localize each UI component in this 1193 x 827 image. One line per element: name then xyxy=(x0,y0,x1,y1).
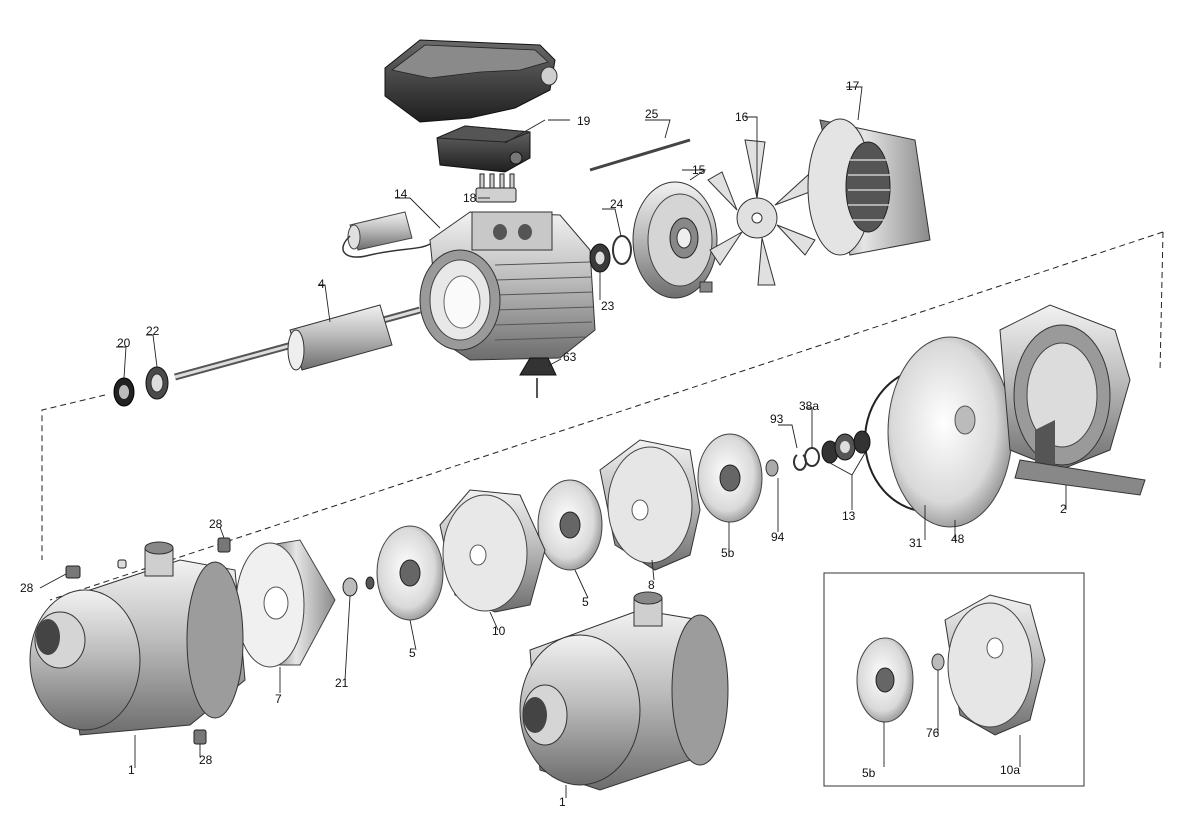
impeller-5-low xyxy=(376,525,444,621)
callout-28-a: 28 xyxy=(20,581,34,595)
pump-casing-1-left xyxy=(29,541,246,736)
end-shield-15 xyxy=(632,181,718,299)
bearing-pair-13 xyxy=(821,430,871,464)
washer-38a xyxy=(804,447,820,467)
callout-5-mid: 5 xyxy=(582,595,589,609)
callout-21: 21 xyxy=(335,676,349,690)
bearing-23 xyxy=(589,243,611,273)
terminal-box-cover xyxy=(384,39,558,123)
fan-cover-17 xyxy=(807,118,931,256)
callout-38a: 38a xyxy=(799,399,820,413)
pump-casing-1-mid xyxy=(519,591,729,791)
impeller-5b xyxy=(697,433,763,523)
callout-94: 94 xyxy=(771,530,785,544)
o-ring-24 xyxy=(612,235,632,265)
callout-22: 22 xyxy=(146,324,160,338)
callout-4: 4 xyxy=(318,277,325,291)
callout-13: 13 xyxy=(842,509,856,523)
callout-20: 20 xyxy=(117,336,131,350)
capacitor xyxy=(342,211,431,258)
detail-inset-frame xyxy=(823,572,1085,787)
callout-1-mid: 1 xyxy=(559,795,566,809)
callout-93: 93 xyxy=(770,412,784,426)
nut-21 xyxy=(342,576,375,597)
callout-1-left: 1 xyxy=(128,763,135,777)
callout-63: 63 xyxy=(563,350,577,364)
diffuser-8 xyxy=(599,439,701,571)
callout-7: 7 xyxy=(275,692,282,706)
callout-10: 10 xyxy=(492,624,506,638)
callout-76: 76 xyxy=(926,726,940,740)
bearing-22 xyxy=(145,366,169,400)
callout-2: 2 xyxy=(1060,502,1067,516)
impeller-5b-inset xyxy=(856,637,914,723)
rotor-shaft-4 xyxy=(174,304,421,381)
leader-lines xyxy=(39,86,1067,798)
terminal-block-19 xyxy=(436,125,531,173)
callout-31: 31 xyxy=(909,536,923,550)
callout-28-b: 28 xyxy=(209,517,223,531)
callout-8: 8 xyxy=(648,578,655,592)
diffuser-10a xyxy=(944,594,1046,736)
callout-19: 19 xyxy=(577,114,591,128)
callout-48: 48 xyxy=(951,532,965,546)
callout-10a: 10a xyxy=(1000,763,1021,777)
assembly-path-line xyxy=(41,231,1164,601)
rubber-foot-63 xyxy=(519,357,557,398)
drain-plug-28 xyxy=(65,537,231,745)
callout-15: 15 xyxy=(692,163,706,177)
fan-16 xyxy=(707,139,816,286)
diffuser-cover-48 xyxy=(887,336,1013,528)
wear-plate-7 xyxy=(235,539,336,668)
callout-5b-top: 5b xyxy=(721,546,735,560)
impeller-5-mid xyxy=(537,479,603,571)
motor-housing-14 xyxy=(419,211,596,361)
bushing-76 xyxy=(931,653,945,671)
spacer-94 xyxy=(765,459,779,477)
motor-bracket-2 xyxy=(999,304,1146,496)
callout-14: 14 xyxy=(394,187,408,201)
callout-24: 24 xyxy=(610,197,624,211)
callout-5b-inset: 5b xyxy=(862,766,876,780)
terminal-strip-18 xyxy=(475,173,517,203)
callout-25: 25 xyxy=(645,107,659,121)
circlip-93 xyxy=(793,454,807,471)
tie-rod-25 xyxy=(589,138,691,172)
callout-23: 23 xyxy=(601,299,615,313)
callout-18: 18 xyxy=(463,191,477,205)
seal-20 xyxy=(113,377,135,407)
diffuser-10 xyxy=(439,489,546,613)
callout-28-c: 28 xyxy=(199,753,213,767)
callout-5-low: 5 xyxy=(409,646,416,660)
callout-16: 16 xyxy=(735,110,749,124)
callout-17: 17 xyxy=(846,79,860,93)
